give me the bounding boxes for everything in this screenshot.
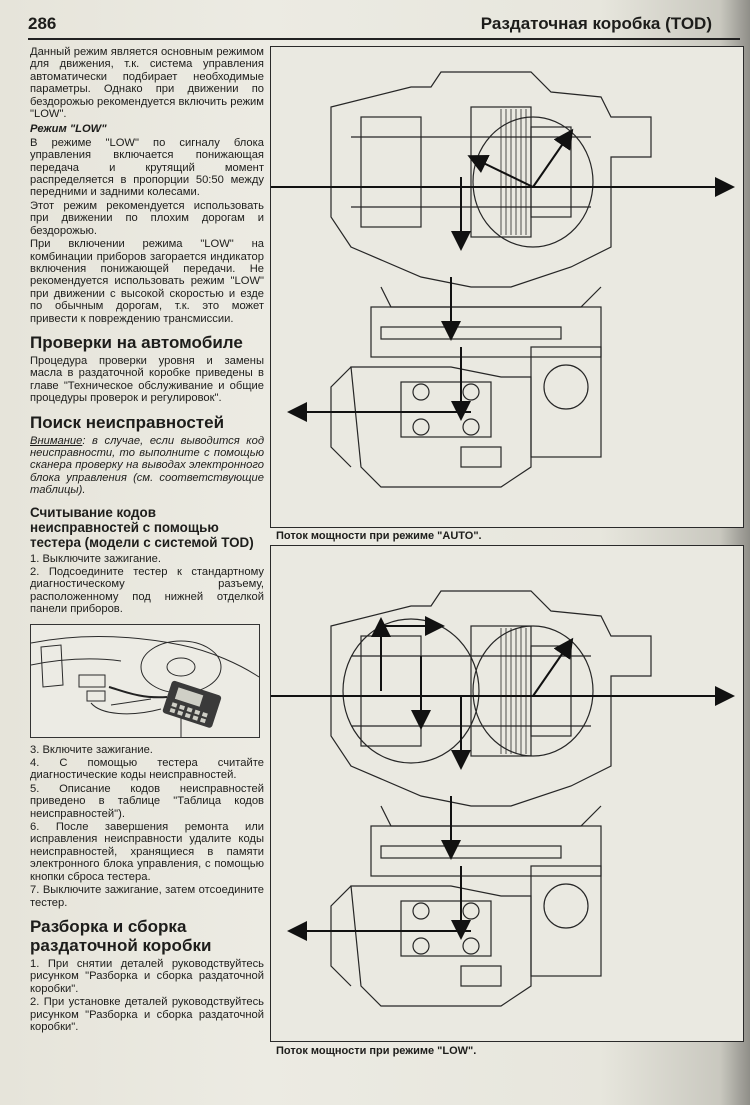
codes-heading: Считывание кодов неисправностей с помощь… (30, 504, 254, 550)
step-1: 1. Выключите зажигание. (30, 552, 161, 565)
step-7: 7. Выключите зажигание, затем отсоединит… (30, 884, 264, 909)
warning-label: Внимание (30, 434, 83, 447)
warning-paragraph: Внимание: в случае, если выводится код н… (30, 435, 264, 497)
disassembly-step-2: 2. При установке деталей руководствуйтес… (30, 996, 264, 1033)
step-2: 2. Подсоедините тестер к стандартному ди… (30, 566, 264, 616)
step-6: 6. После завершения ремонта или исправле… (30, 821, 264, 883)
checks-heading: Проверки на автомобиле (30, 332, 243, 352)
low-mode-caption: Поток мощности при режиме "LOW". (276, 1045, 477, 1057)
disassembly-heading: Разборка и сборка раздаточной коробки (30, 916, 212, 955)
low-transfer-case-drawing (271, 590, 735, 1007)
step-4: 4. С помощью тестера считайте диагностич… (30, 757, 264, 782)
auto-mode-caption: Поток мощности при режиме "AUTO". (276, 530, 482, 542)
low-mode-heading: Режим "LOW" (30, 123, 107, 136)
low-clutch-arrow (532, 637, 574, 697)
auto-mode-power-flow-figure (270, 46, 744, 528)
page-header: 286 Раздаточная коробка (TOD) (28, 12, 740, 40)
troubleshooting-heading: Поиск неисправностей (30, 412, 225, 432)
left-text-column: Данный режим является основным режимом д… (30, 46, 264, 1034)
low-mode-paragraph-2: Этот режим рекомендуется использовать пр… (30, 199, 264, 237)
low-mode-paragraph-1: В режиме "LOW" по сигналу блока управлен… (30, 136, 264, 199)
tester-sketch-svg (31, 635, 259, 737)
auto-clutch-arrow-2 (467, 154, 534, 188)
disassembly-step-1: 1. При снятии деталей руководствуйтесь р… (30, 957, 264, 995)
warning-text: : в случае, если выводится код неисправн… (30, 434, 264, 497)
step-5: 5. Описание кодов неисправностей приведе… (30, 782, 264, 820)
step-3: 3. Включите зажигание. (30, 743, 153, 756)
low-mode-paragraph-3: При включении режима "LOW" на комбинации… (30, 238, 264, 325)
low-mode-power-flow-figure (270, 545, 744, 1042)
checks-paragraph: Процедура проверки уровня и замены масла… (30, 354, 264, 405)
intro-paragraph: Данный режим является основным режимом д… (30, 46, 264, 121)
page-number: 286 (28, 14, 57, 33)
auto-clutch-arrow-1 (532, 128, 574, 188)
running-title: Раздаточная коробка (TOD) (480, 14, 712, 33)
tester-connection-illustration (30, 623, 260, 738)
auto-transfer-case-drawing (271, 71, 735, 488)
